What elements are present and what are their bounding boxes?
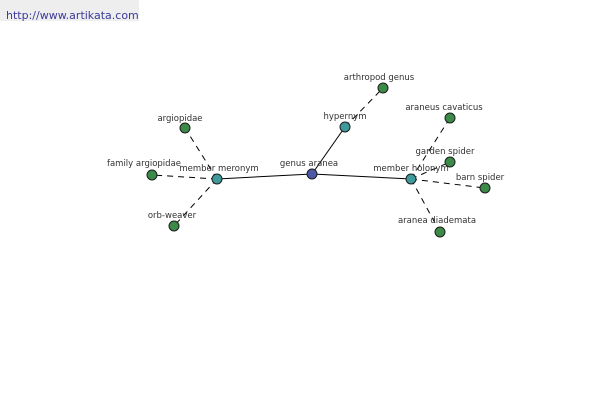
node-label-araneus-cavaticus[interactable]: araneus cavaticus (405, 103, 483, 113)
node-label-argiopidae[interactable]: argiopidae (157, 114, 202, 124)
node-orb-weaver[interactable] (168, 220, 180, 232)
graph-nodes (146, 82, 491, 238)
node-genus-aranea[interactable] (306, 168, 318, 180)
node-label-hypernym[interactable]: hypernym (323, 112, 366, 122)
node-family-argiopidae[interactable] (146, 169, 158, 181)
edge-genus-aranea-member-meronym (216, 173, 313, 180)
node-argiopidae[interactable] (179, 122, 191, 134)
node-arthropod-genus[interactable] (377, 82, 389, 94)
node-label-garden-spider[interactable]: garden spider (416, 147, 475, 157)
url-bar: http://www.artikata.com (0, 0, 139, 22)
node-araneus-cavaticus[interactable] (444, 112, 456, 124)
node-label-aranea-diademata[interactable]: aranea diademata (398, 216, 476, 226)
node-label-orb-weaver[interactable]: orb-weaver (148, 211, 197, 221)
edge-member-holonym-garden-spider (410, 161, 451, 180)
edge-genus-aranea-hypernym (311, 126, 346, 175)
edge-member-holonym-araneus-cavaticus (410, 117, 451, 180)
node-member-holonym[interactable] (405, 173, 417, 185)
node-aranea-diademata[interactable] (434, 226, 446, 238)
node-label-barn-spider[interactable]: barn spider (456, 173, 505, 183)
graph-labels: genus aranea member meronym hypernym member… (107, 73, 505, 226)
edge-genus-aranea-member-holonym (311, 173, 412, 180)
node-label-genus-aranea[interactable]: genus aranea (280, 159, 338, 169)
node-barn-spider[interactable] (479, 182, 491, 194)
node-member-meronym[interactable] (211, 173, 223, 185)
site-url-link[interactable]: http://www.artikata.com (6, 9, 139, 22)
edge-hypernym-arthropod-genus (344, 87, 384, 128)
node-label-family-argiopidae[interactable]: family argiopidae (107, 159, 181, 169)
node-hypernym[interactable] (339, 121, 351, 133)
edge-member-meronym-family-argiopidae (151, 174, 218, 180)
node-label-arthropod-genus[interactable]: arthropod genus (344, 73, 415, 83)
node-garden-spider[interactable] (444, 156, 456, 168)
graph-edges (151, 87, 486, 233)
node-label-member-meronym[interactable]: member meronym (179, 164, 258, 174)
node-label-member-holonym[interactable]: member holonym (373, 164, 448, 174)
edge-member-holonym-barn-spider (410, 178, 486, 189)
